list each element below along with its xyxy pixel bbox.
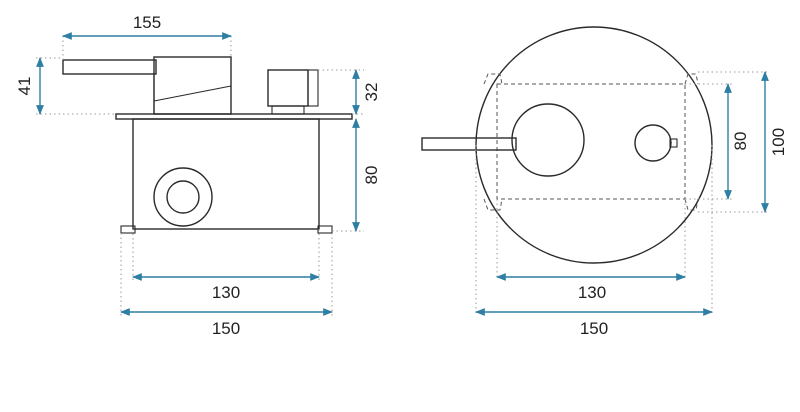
front-knob-body [267, 69, 309, 107]
plate-hidden-foot-tl [483, 73, 503, 85]
front-foot-left [120, 225, 136, 234]
plate-knob [634, 124, 672, 162]
front-view: 155 41 32 80 130 150 [15, 13, 381, 338]
front-outlet-inner [166, 180, 200, 214]
front-body [132, 118, 320, 230]
dim-label-p150: 150 [580, 319, 608, 338]
dim-label-80: 80 [362, 166, 381, 185]
plate-view: 80 100 130 150 [421, 26, 788, 338]
dim-label-155: 155 [133, 13, 161, 32]
front-flange [115, 113, 353, 120]
front-knob-cap [307, 69, 319, 107]
dim-label-p130: 130 [578, 283, 606, 302]
front-lever-cut-line [153, 85, 232, 102]
front-lever-body [153, 56, 232, 115]
plate-lever-hub [511, 103, 585, 177]
front-lever-arm [62, 59, 157, 75]
plate-hidden-body [496, 83, 686, 200]
plate-lever-arm [421, 137, 517, 151]
dim-label-32: 32 [362, 83, 381, 102]
front-outlet-outer [153, 167, 213, 227]
plate-hidden-foot-br [684, 198, 699, 211]
plate-hidden-foot-bl [483, 198, 503, 211]
plate-hidden-foot-tr [684, 73, 699, 85]
front-knob-base [271, 105, 305, 115]
plate-knob-tab [669, 138, 678, 148]
dim-label-41: 41 [15, 77, 34, 96]
front-foot-right [317, 225, 333, 234]
dim-label-130: 130 [212, 283, 240, 302]
dim-label-p100: 100 [769, 128, 788, 156]
dim-label-150: 150 [212, 319, 240, 338]
dim-label-p80: 80 [731, 132, 750, 151]
